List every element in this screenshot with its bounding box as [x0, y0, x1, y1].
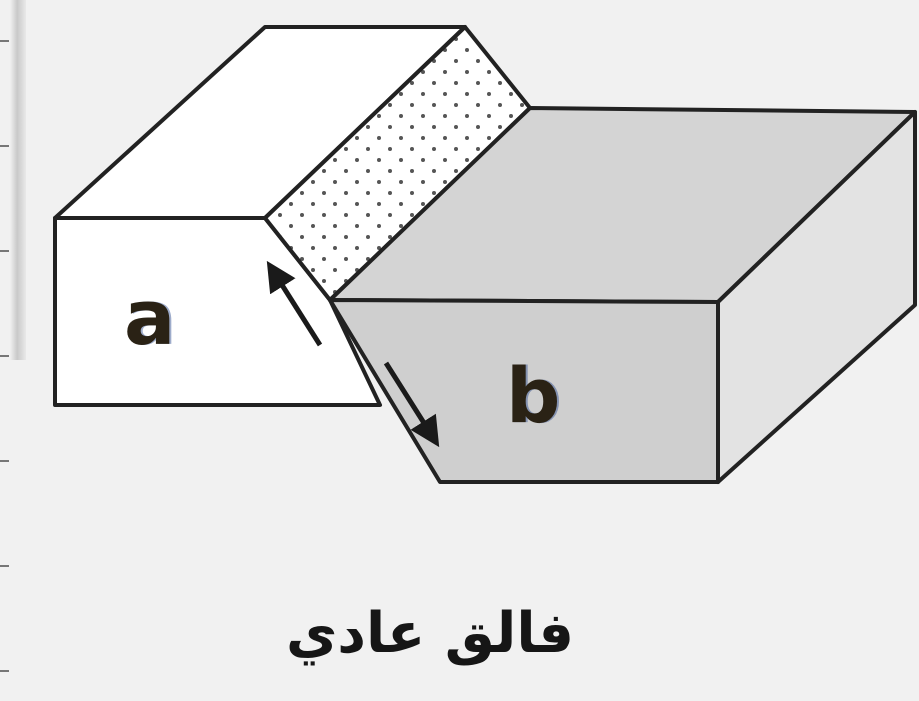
block-a-front-face [53, 216, 382, 407]
block-a-label: a [124, 273, 176, 362]
left-axis-tick [0, 40, 9, 42]
left-axis-tick [0, 670, 9, 672]
diagram-caption: فالق عادي [285, 601, 575, 666]
left-axis-tick [0, 565, 9, 567]
left-axis-tick [0, 355, 9, 357]
left-axis-tick [0, 460, 9, 462]
left-edge-shadow [10, 0, 26, 360]
block-b-label: b [506, 351, 561, 440]
downward-arrow [383, 361, 440, 448]
left-axis-tick [0, 250, 9, 252]
left-axis-tick [0, 145, 9, 147]
upward-arrow [266, 260, 323, 347]
